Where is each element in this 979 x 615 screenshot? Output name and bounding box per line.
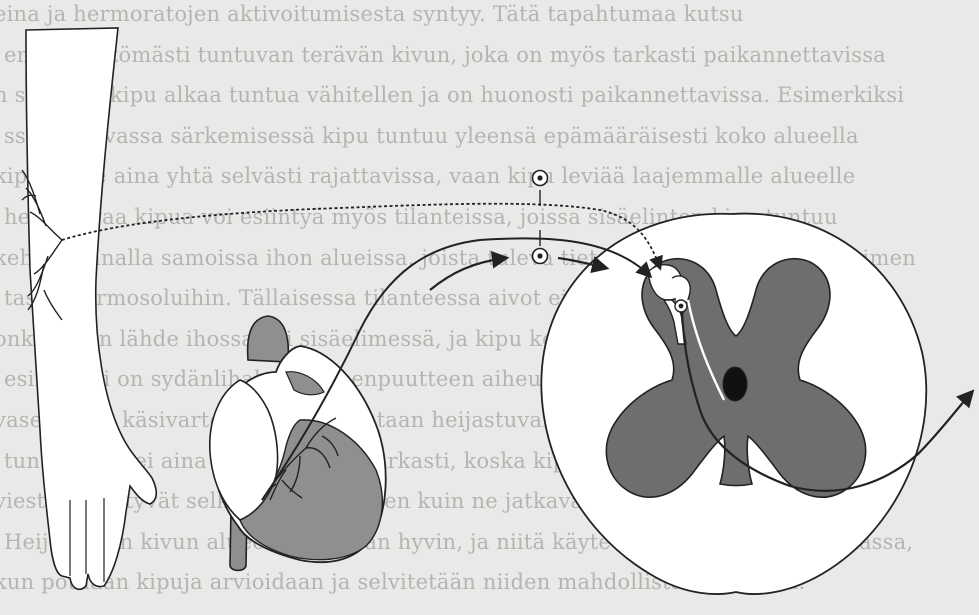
arm-illustration <box>22 28 156 589</box>
spinal-cord-cross-section <box>541 214 972 594</box>
synapse-node <box>679 304 684 309</box>
central-canal <box>723 367 747 401</box>
heart-vessel-top <box>248 316 289 362</box>
arm-outline <box>26 28 156 589</box>
skin-afferent-dotted-nerve <box>62 204 660 268</box>
dorsal-root-ganglion-heart <box>533 230 548 264</box>
heart-pathway-arrow-left <box>430 258 506 290</box>
dorsal-root-ganglion-skin <box>533 171 548 207</box>
